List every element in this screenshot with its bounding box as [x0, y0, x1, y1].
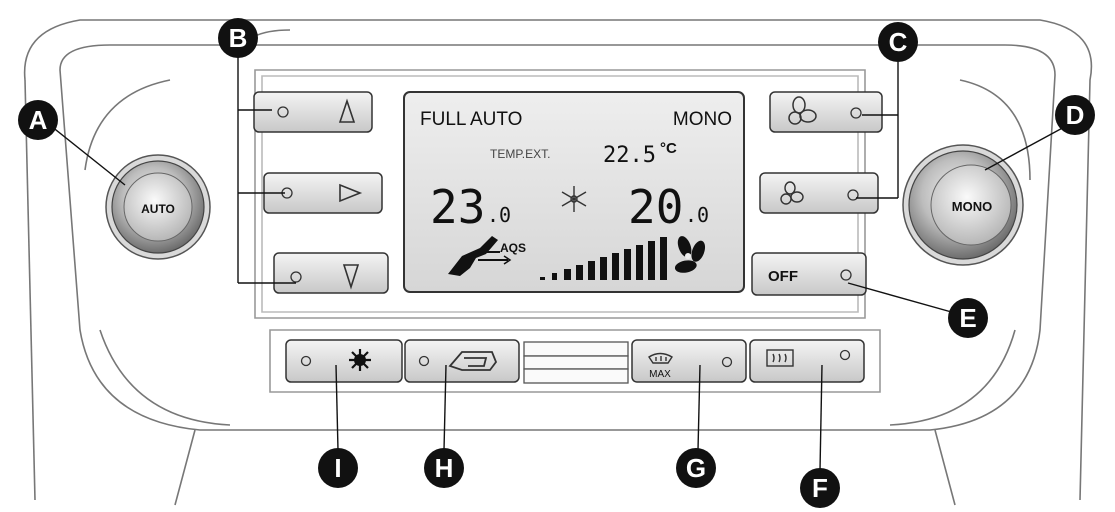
fan-speed-bar: [576, 265, 583, 280]
callout-c-letter: C: [889, 27, 908, 57]
rear-defrost-button[interactable]: [749, 339, 865, 383]
triangle-down-icon: [342, 264, 360, 290]
temp-ext-unit: °C: [660, 140, 677, 157]
fan-down-button[interactable]: [759, 172, 879, 214]
fan-icon: [780, 181, 804, 205]
callout-h-letter: H: [435, 453, 454, 483]
auto-knob[interactable]: AUTO: [105, 154, 211, 260]
recirculation-button[interactable]: [404, 339, 520, 383]
fan-speed-bar: [648, 241, 655, 280]
center-vent: [523, 341, 629, 384]
fan-speed-bar: [600, 257, 607, 280]
aqs-label: AQS: [500, 241, 526, 255]
fan-speed-bar: [588, 261, 595, 280]
callout-h: H: [424, 448, 464, 488]
fan-speed-bar: [612, 253, 619, 280]
fan-up-button[interactable]: [769, 91, 883, 133]
fan-speed-bar: [552, 273, 557, 280]
dashboard-outline: [23, 19, 1093, 506]
callout-i-letter: I: [334, 453, 341, 483]
fan-speed-bar: [624, 249, 631, 280]
fan-icon: [674, 236, 706, 273]
mono-knob-label: MONO: [952, 199, 992, 214]
fan-speed-bar: [540, 277, 545, 280]
callout-g: G: [676, 448, 716, 488]
left-temp-value: 23: [430, 180, 485, 234]
off-button[interactable]: OFF: [751, 252, 867, 296]
callout-a-letter: A: [29, 105, 48, 135]
mode-full-auto: FULL AUTO: [420, 109, 522, 130]
air-quality-icon: [448, 236, 512, 276]
right-temp-decimal: .0: [685, 203, 709, 227]
temp-down-button[interactable]: [273, 252, 389, 294]
callout-i: I: [318, 448, 358, 488]
temp-ext-label: TEMP.EXT.: [490, 147, 550, 161]
triangle-right-icon: [339, 183, 363, 203]
rear-defrost-icon: [766, 349, 794, 367]
off-button-label: OFF: [768, 268, 798, 285]
fan-speed-bars: [540, 237, 667, 280]
callout-d-letter: D: [1066, 100, 1085, 130]
max-label: MAX: [649, 369, 671, 380]
lcd-display: FULL AUTO MONO TEMP.EXT. 22.5 °C 23 .0 2…: [403, 91, 745, 293]
mono-knob[interactable]: MONO: [902, 144, 1024, 266]
callout-a: A: [18, 100, 58, 140]
callout-f: F: [800, 468, 840, 508]
fan-speed-bar: [660, 237, 667, 280]
callout-e: E: [948, 298, 988, 338]
fan-speed-bar: [636, 245, 643, 280]
windshield-defrost-icon: [648, 352, 673, 364]
windshield-defrost-button[interactable]: MAX: [631, 339, 747, 383]
auto-knob-label: AUTO: [141, 202, 175, 216]
callout-g-letter: G: [686, 453, 706, 483]
mode-mono: MONO: [673, 109, 732, 130]
callout-b-letter: B: [229, 23, 248, 53]
temp-up-button[interactable]: [253, 91, 373, 133]
fan-speed-bar: [564, 269, 571, 280]
snowflake-icon: [349, 349, 371, 371]
callout-b: B: [218, 18, 258, 58]
fan-icon: [788, 96, 817, 125]
left-temp-decimal: .0: [487, 203, 511, 227]
ac-button[interactable]: [285, 339, 403, 383]
temp-ext-value: 22.5: [603, 143, 656, 168]
snowflake-icon: [561, 186, 587, 212]
callout-e-letter: E: [959, 303, 976, 333]
callout-leader-lines: [45, 38, 1069, 471]
right-temp-value: 20: [628, 180, 683, 234]
temp-right-button[interactable]: [263, 172, 383, 214]
callout-d: D: [1055, 95, 1095, 135]
callout-f-letter: F: [812, 473, 828, 503]
callout-c: C: [878, 22, 918, 62]
recirculation-icon: [448, 351, 498, 371]
triangle-up-icon: [338, 98, 356, 123]
